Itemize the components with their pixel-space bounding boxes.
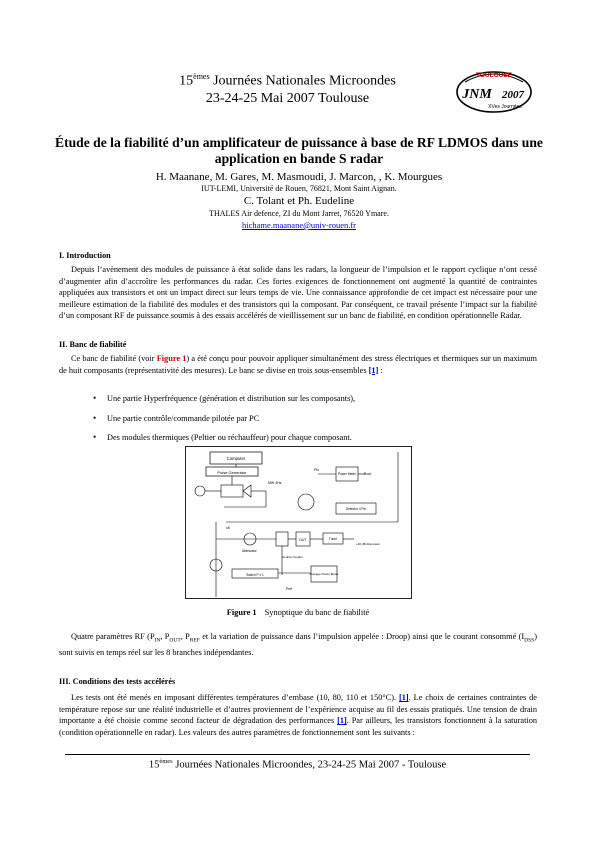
text-run: Ce banc de fiabilité (voir [71,354,157,363]
figure-1-reference-link[interactable]: Figure 1 [156,354,187,363]
label-dut: DUT [299,538,307,542]
caption-text: Synoptique du banc de fiabilité [264,608,370,617]
figure-1-caption: Figure 1 Synoptique du banc de fiabilité [59,608,537,617]
banc-paragraph-1: Ce banc de fiabilité (voir Figure 1) a é… [59,353,537,376]
text-run: . Le choix de certaines contraintes de t… [59,693,537,726]
citation-1-link[interactable]: [1] [368,365,379,375]
text-run: ) a été conçu pour pouvoir appliquer sim… [59,354,538,375]
authors-group-1: H. Maanane, M. Gares, M. Masmoudi, J. Ma… [155,171,443,183]
text-run: Les tests ont été menés en imposant diff… [71,693,399,702]
affiliation-1: IUT-LEMI, Université de Rouen, 76821, Mo… [201,184,397,193]
affiliation-2: THALES Air defence, ZI du Mont Jarret, 7… [209,209,389,218]
authors-group-2: C. Tolant et Ph. Eudeline [243,195,355,207]
label-detector: Detector 4 Pin [346,507,366,511]
logo-mid-text: JNM [461,87,492,102]
footer-ordinal: 15 [148,759,160,771]
figure-1-block-diagram: Computer Pulse Generator MW 4Hs Pin Powe… [185,446,412,599]
conference-header: 15èmes Journées Nationales Microondes 23… [120,68,455,107]
label-pin: Pin [314,468,319,472]
page-footer: 15èmes Journées Nationales Microondes, 2… [65,754,530,771]
introduction-paragraph: Depuis l’avènement des modules de puissa… [59,265,537,321]
text-run: et la variation de puissance dans l’impu… [199,632,525,641]
citation-1-link[interactable]: [1] [398,693,409,702]
bullet-list: Une partie Hyperfréquence (génération et… [93,393,513,453]
label-pout: Pout [364,472,371,476]
subscript: IN [154,637,161,644]
subscript: OUT [169,637,181,644]
paper-title: Étude de la fiabilité d’un amplificateur… [55,135,543,166]
label-tuner: Tuner [329,537,338,541]
list-item: Des modules thermiques (Peltier ou récha… [93,432,513,453]
label-attenuator-2: +40 dB Attenuator [356,542,380,546]
citation-1-link[interactable]: [1] [337,716,347,726]
header-ordinal-suffix: èmes [193,72,210,81]
header-line1: Journées Nationales Microondes [209,73,396,89]
section-heading-banc: II. Banc de fiabilité [59,340,127,349]
label-pulse-generator: Pulse Generator [217,470,247,475]
label-coupler: Double Coupler [282,555,303,559]
banc-paragraph-2: Quatre paramètres RF (PIN, POUT, PREF et… [59,631,537,659]
label-computer: Computer [227,456,246,461]
text-run: , P [160,632,170,641]
text-run: ) sont suivis en temps réel sur les 8 br… [59,632,538,658]
list-item: Une partie contrôle/commande pilotée par… [93,413,513,434]
section-heading-introduction: I. Introduction [59,251,111,260]
jnm-logo: TOULOUSE JNM 2007 XVes Journées [456,71,532,113]
label-x8: x8 [226,526,230,530]
section-heading-conditions: III. Conditions des tests accélérés [59,677,176,686]
subscript: DSS [524,637,535,644]
label-mw: MW 4Hs [268,481,282,485]
footer-ordinal-suffix: èmes [159,758,173,765]
text-run: Quatre paramètres RF (P [71,632,155,641]
subscript: REF [189,637,200,644]
logo-year: 2007 [501,89,525,101]
text-run: . Par ailleurs, les transistors fonction… [59,716,537,737]
logo-top-text: TOULOUSE [476,72,513,79]
text-run: , P [180,632,190,641]
text-run: : [378,365,383,375]
header-line2: 23-24-25 Mai 2007 Toulouse [205,90,370,106]
label-average-power-meter: Average Power Meter [310,572,339,576]
conditions-paragraph: Les tests ont été menés en imposant diff… [59,692,537,738]
label-power-meter: Power Meter [338,472,357,476]
caption-label: Figure 1 [226,608,257,617]
label-pref: Pref [286,587,292,591]
label-switch: Switch P x 1 [246,573,264,577]
header-ordinal: 15 [179,73,194,89]
author-email-link[interactable]: hichame.maanane@univ-rouen.fr [241,220,357,230]
footer-text: Journées Nationales Microondes, 23-24-25… [172,759,447,771]
list-item: Une partie Hyperfréquence (génération et… [93,393,513,414]
logo-bottom-text: XVes Journées [488,104,522,110]
label-attenuator: Attenuator [242,549,258,553]
